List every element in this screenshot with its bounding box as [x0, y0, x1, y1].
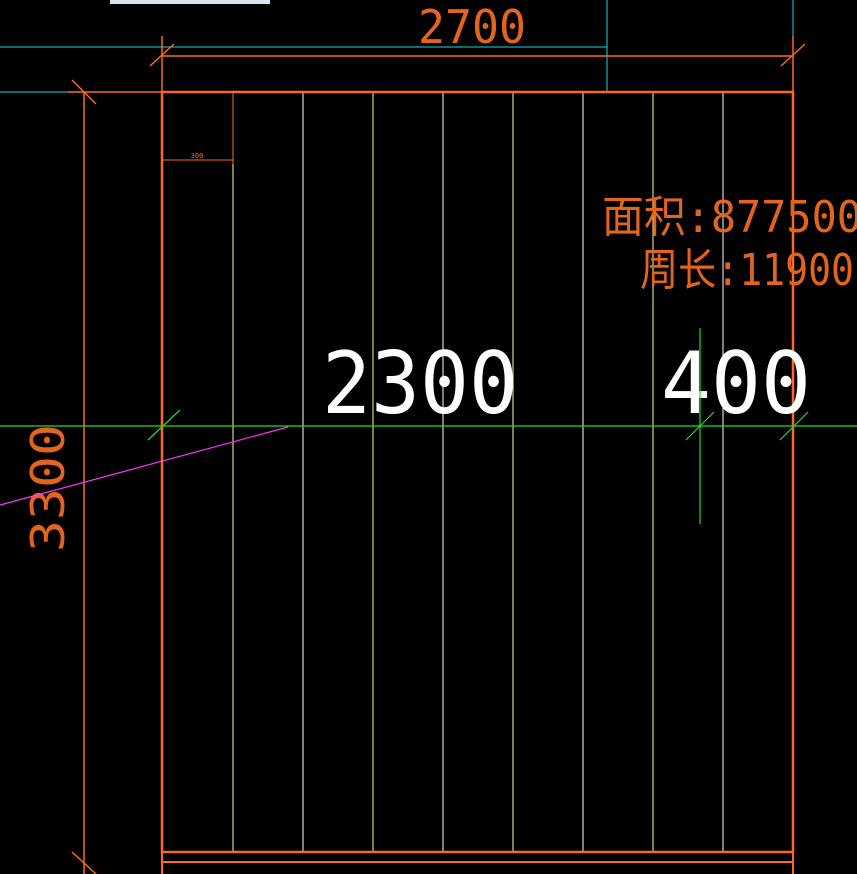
width-dimension-label: 2700 — [418, 0, 526, 54]
strip-dimension-line — [162, 92, 234, 164]
area-readout: 面积:877500 — [602, 192, 857, 243]
right-region-label: 400 — [661, 334, 811, 434]
top-dimension-line[interactable] — [149, 36, 806, 92]
floor-strips — [232, 92, 724, 852]
left-dimension-line[interactable] — [68, 79, 162, 874]
cyan-reference-lines — [0, 0, 794, 93]
left-region-label: 2300 — [322, 334, 518, 434]
perimeter-readout: 周长:11900 — [640, 245, 854, 296]
strip-width-label: 300 — [191, 152, 204, 160]
tab-bar[interactable] — [110, 0, 270, 4]
room-outline[interactable] — [160, 90, 795, 854]
magenta-construction-line — [0, 426, 289, 506]
height-dimension-label: 3300 — [21, 424, 75, 552]
